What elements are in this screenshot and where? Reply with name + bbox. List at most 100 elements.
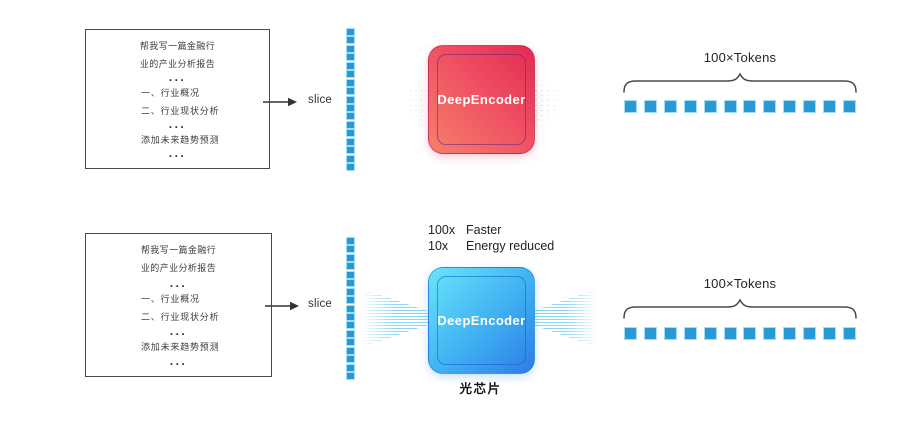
doc-line: 添加未来趋势预测 — [141, 342, 220, 353]
ellipsis: ... — [169, 324, 188, 339]
token-square — [823, 327, 837, 340]
token-square — [346, 61, 355, 70]
token-square — [346, 338, 355, 347]
chip-label: DeepEncoder — [437, 92, 526, 107]
token-square — [346, 70, 355, 79]
performance-stats: 100x Faster 10x Energy reduced — [428, 222, 554, 254]
token-square — [346, 329, 355, 338]
deepencoder-chip-optical: DeepEncoder — [428, 267, 535, 374]
token-square — [346, 112, 355, 121]
token-square — [643, 327, 657, 340]
doc-line: 二、行业现状分析 — [141, 105, 220, 116]
token-square — [346, 28, 355, 36]
doc-line: 帮我写一篇金融行 — [139, 41, 216, 51]
deepencoder-chip-electronic: DeepEncoder — [428, 45, 535, 154]
token-square — [346, 372, 355, 380]
token-square — [346, 346, 355, 355]
document-text: 帮我写一篇金融行 业的产业分析报告 ... 一、行业概况 二、行业现状分析 ..… — [86, 234, 271, 376]
light-beam-left — [362, 289, 428, 347]
ellipsis: ... — [168, 146, 187, 161]
token-square — [346, 321, 355, 330]
document-text: 帮我写一篇金融行 业的产业分析报告 ... 一、行业概况 二、行业现状分析 ..… — [86, 30, 269, 168]
token-square — [783, 327, 797, 340]
token-square — [743, 327, 757, 340]
token-square — [346, 137, 355, 146]
flow-arrow-bottom — [265, 299, 299, 317]
light-beam-right — [533, 289, 597, 347]
token-square — [663, 327, 677, 340]
token-square — [346, 103, 355, 112]
token-square — [723, 100, 737, 113]
token-square — [346, 44, 355, 53]
speed-label: Faster — [466, 223, 502, 237]
token-square — [346, 78, 355, 87]
energy-value: 10x — [428, 239, 449, 253]
token-square — [842, 100, 856, 113]
token-square — [346, 245, 355, 254]
slice-label-bottom: slice — [308, 298, 333, 310]
token-square — [346, 279, 355, 288]
token-square — [346, 296, 355, 305]
token-square — [624, 327, 637, 340]
prompt-document-top: 帮我写一篇金融行 业的产业分析报告 ... 一、行业概况 二、行业现状分析 ..… — [85, 29, 270, 169]
doc-line: 一、行业概况 — [141, 87, 200, 98]
token-square — [346, 287, 355, 296]
token-square — [346, 36, 355, 45]
doc-line: 二、行业现状分析 — [141, 311, 220, 322]
prompt-document-bottom: 帮我写一篇金融行 业的产业分析报告 ... 一、行业概况 二、行业现状分析 ..… — [85, 233, 272, 377]
token-square — [683, 100, 697, 113]
token-square — [783, 100, 797, 113]
token-square — [346, 253, 355, 262]
doc-line: 业的产业分析报告 — [140, 263, 217, 274]
token-square — [346, 146, 355, 155]
token-square — [346, 304, 355, 313]
doc-line: 帮我写一篇金融行 — [140, 245, 217, 255]
token-row-top — [624, 100, 856, 113]
chip-label: DeepEncoder — [437, 313, 526, 328]
ellipsis: ... — [169, 275, 188, 290]
token-square — [346, 262, 355, 271]
token-square — [743, 100, 757, 113]
chip-inner-frame — [437, 276, 526, 365]
token-square — [346, 87, 355, 96]
token-square — [624, 100, 637, 113]
token-square — [346, 53, 355, 62]
token-square — [346, 129, 355, 138]
token-square — [703, 100, 717, 113]
ellipsis: ... — [168, 70, 187, 85]
token-square — [346, 270, 355, 279]
ellipsis: ... — [168, 117, 187, 132]
slice-label-top: slice — [308, 94, 333, 106]
chip-inner-frame — [437, 54, 526, 145]
token-square — [842, 327, 856, 340]
speed-value: 100x — [428, 223, 456, 237]
token-square — [823, 100, 837, 113]
token-square — [346, 363, 355, 372]
tokens-count-label-top: 100×Tokens — [703, 50, 777, 65]
brace-bottom — [621, 297, 859, 324]
token-square — [803, 327, 817, 340]
token-square — [346, 154, 355, 163]
token-square — [763, 327, 777, 340]
brace-top — [621, 71, 859, 98]
token-square — [346, 312, 355, 321]
token-square — [346, 237, 355, 245]
ellipsis: ... — [169, 354, 188, 369]
doc-line: 业的产业分析报告 — [139, 58, 216, 69]
token-square — [346, 95, 355, 104]
token-column-bottom — [346, 237, 355, 380]
tokens-count-label-bottom: 100×Tokens — [703, 276, 777, 291]
doc-line: 添加未来趋势预测 — [141, 134, 220, 145]
token-square — [346, 355, 355, 364]
token-square — [346, 120, 355, 129]
optical-chip-caption: 光芯片 — [459, 382, 502, 396]
token-square — [683, 327, 697, 340]
token-row-bottom — [624, 327, 856, 340]
doc-line: 一、行业概况 — [141, 293, 200, 304]
token-square — [803, 100, 817, 113]
token-column-top — [346, 28, 355, 171]
energy-label: Energy reduced — [466, 239, 555, 253]
token-square — [663, 100, 677, 113]
token-square — [643, 100, 657, 113]
